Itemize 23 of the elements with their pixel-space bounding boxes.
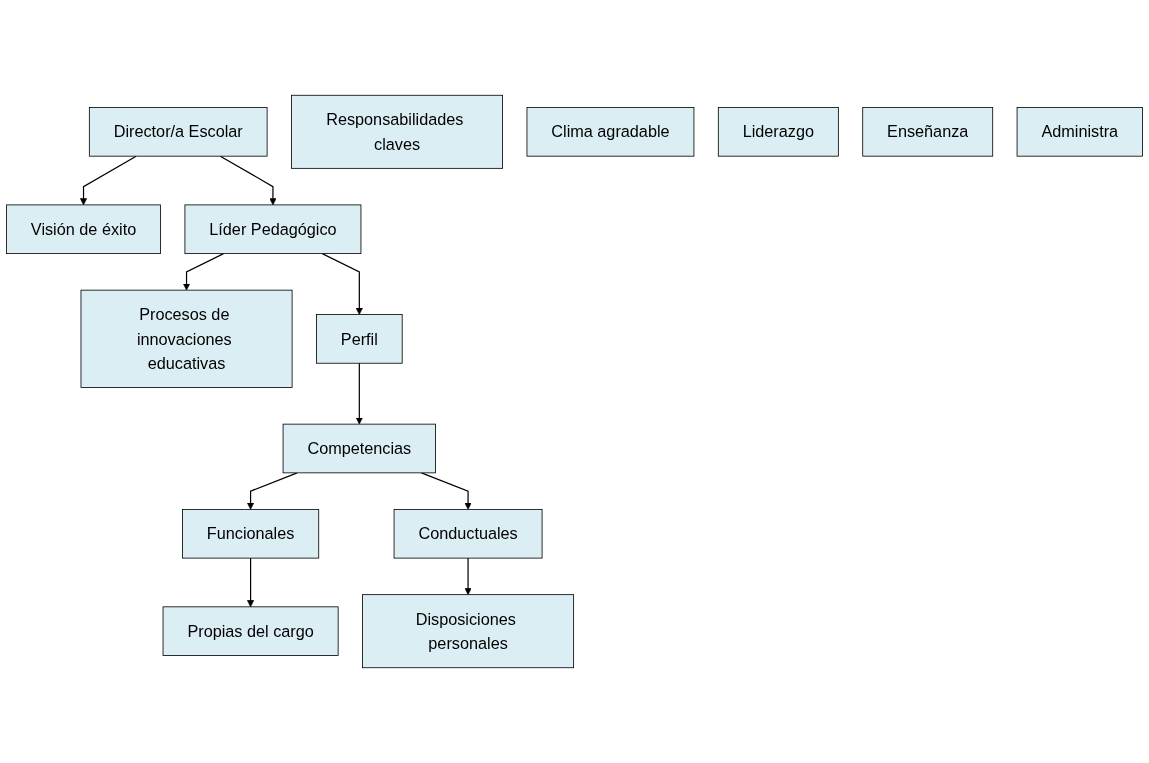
arrow bbox=[247, 472, 298, 510]
node-box: Funcionales bbox=[182, 509, 320, 559]
arrow bbox=[219, 155, 277, 206]
node-box: Enseñanza bbox=[862, 107, 994, 157]
arrow bbox=[321, 253, 363, 315]
arrow bbox=[79, 155, 137, 206]
arrow bbox=[182, 253, 225, 291]
node-box: Visión de éxito bbox=[6, 204, 161, 254]
arrow bbox=[355, 362, 363, 425]
node-box: Conductuales bbox=[393, 509, 543, 559]
node-box: Líder Pedagógico bbox=[184, 204, 362, 254]
node-box: Propias del cargo bbox=[162, 606, 339, 656]
arrow bbox=[464, 557, 472, 595]
node-box: Director/a Escolar bbox=[88, 107, 268, 157]
node-box: Procesos de innovaciones educativas bbox=[80, 289, 293, 388]
arrow bbox=[247, 557, 255, 608]
node-box: Competencias bbox=[282, 423, 436, 474]
node-box: Responsabilidades claves bbox=[291, 94, 503, 169]
node-box: Administra bbox=[1016, 107, 1143, 157]
node-box: Disposiciones personales bbox=[362, 594, 575, 669]
node-box: Liderazgo bbox=[717, 107, 839, 157]
node-box: Perfil bbox=[316, 314, 403, 364]
node-box: Clima agradable bbox=[526, 107, 695, 157]
